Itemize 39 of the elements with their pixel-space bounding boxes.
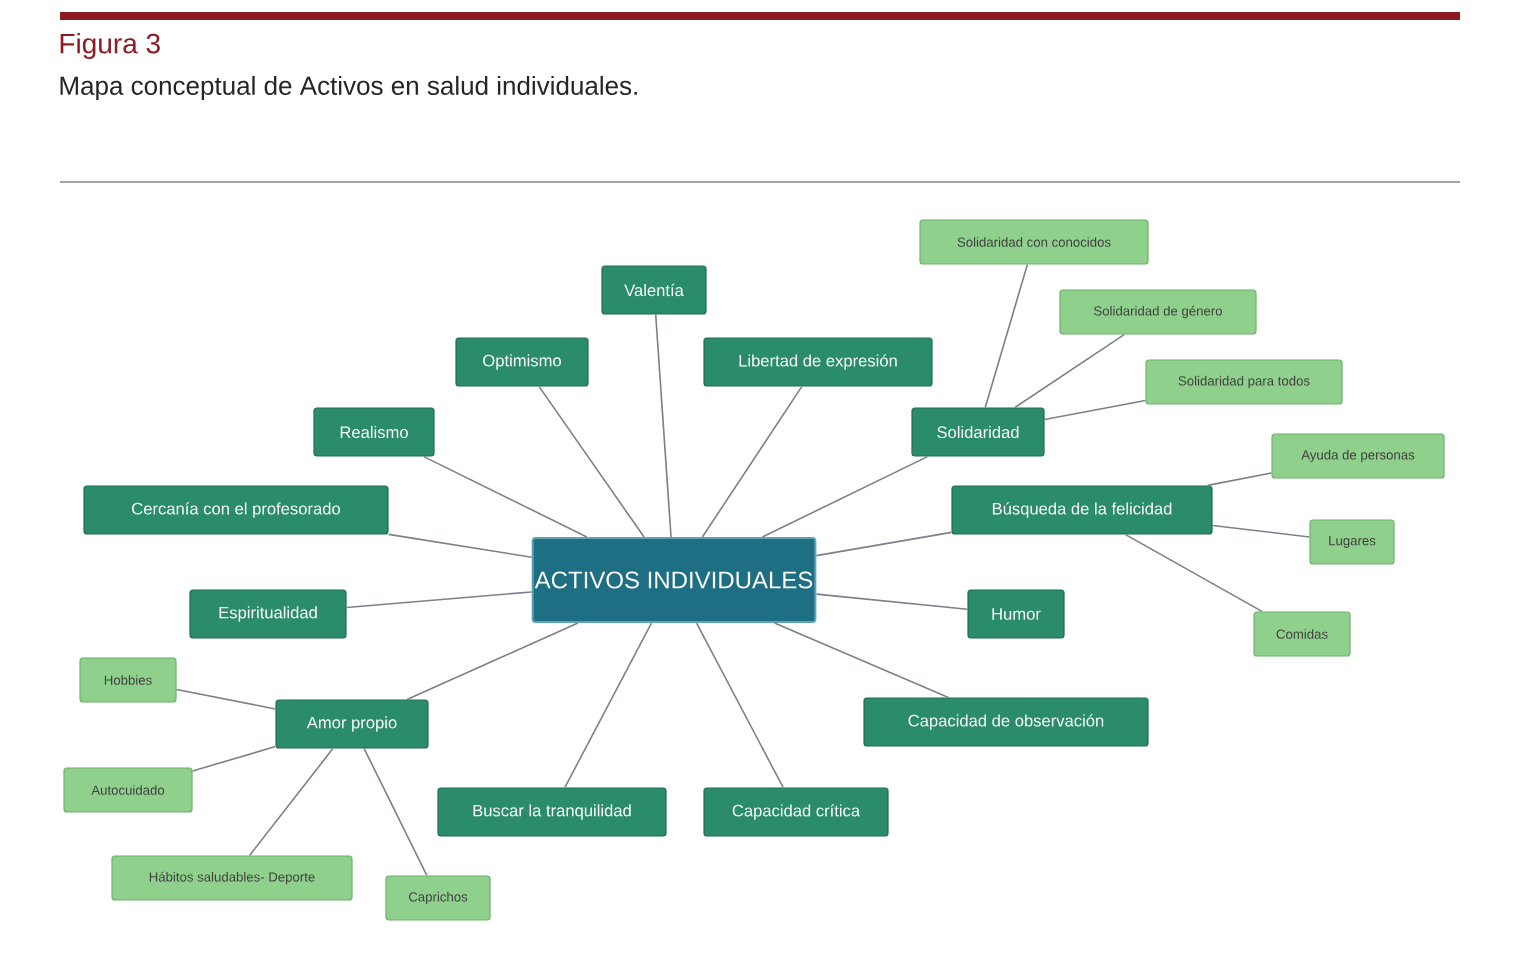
figure-caption: Mapa conceptual de Activos en salud individuales. — [60, 75, 637, 101]
connector-line — [538, 385, 645, 538]
connector-line — [1206, 472, 1273, 487]
connector-line — [654, 313, 672, 538]
connector-line — [815, 593, 969, 610]
connector-line — [387, 533, 533, 559]
concept-box: Cercanía con el profesorado — [83, 485, 389, 535]
connector-line — [363, 747, 428, 877]
connector-line — [984, 263, 1029, 409]
concept-box: Solidaridad — [911, 407, 1045, 457]
concept-box: Libertad de expresión — [703, 337, 933, 387]
concept-box: Optimismo — [455, 337, 589, 387]
connector-line — [761, 455, 929, 538]
connector-line — [1211, 524, 1311, 538]
concept-box: Amor propio — [275, 699, 429, 749]
connector-line — [695, 622, 784, 789]
concept-box: Buscar la tranquilidad — [437, 787, 667, 837]
connector-line — [406, 622, 579, 701]
connector-line — [1043, 399, 1147, 421]
concept-box: Capacidad crítica — [703, 787, 889, 837]
concept-box: Capacidad de observación — [863, 697, 1149, 747]
connector-line — [248, 747, 334, 857]
connector-line — [175, 688, 277, 710]
concept-box: Espiritualidad — [189, 589, 347, 639]
connector-line — [423, 455, 588, 538]
concept-box: Realismo — [313, 407, 435, 457]
concept-box: Valentía — [601, 265, 707, 315]
connector-line — [345, 591, 533, 609]
center-box: ACTIVOS INDIVIDUALES — [531, 537, 817, 623]
connector-line — [815, 531, 953, 557]
connector-line — [1124, 533, 1263, 613]
concept-box: Humor — [967, 589, 1065, 639]
connector-line — [1014, 333, 1125, 409]
connector-line — [564, 622, 653, 789]
figure-number: Figura 3 — [60, 32, 160, 60]
connector-line — [701, 385, 803, 538]
connector-line — [773, 622, 950, 699]
concept-box: Búsqueda de la felicidad — [951, 485, 1213, 535]
connector-line — [191, 745, 277, 772]
